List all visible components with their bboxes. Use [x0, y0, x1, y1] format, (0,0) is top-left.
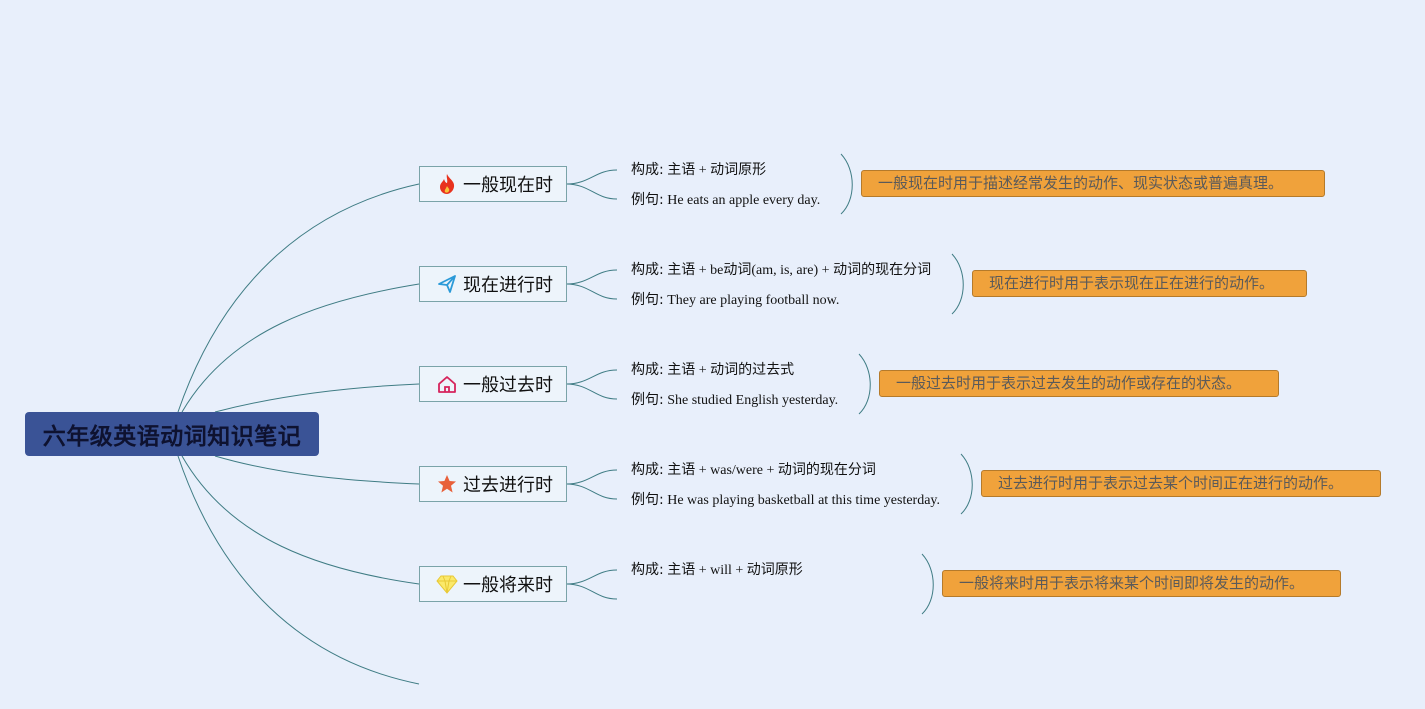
sub-connector-1a [565, 169, 618, 185]
topic-label: 一般过去时 [463, 375, 553, 396]
example-item[interactable]: 例句: They are playing football now. [631, 292, 840, 308]
summary-bracket-4 [960, 453, 973, 515]
topic-simple-future[interactable]: 一般将来时 [419, 566, 567, 602]
sub-connector-3b [565, 383, 618, 400]
fire-icon [436, 173, 458, 195]
topic-label: 一般将来时 [463, 575, 553, 596]
home-icon [436, 373, 458, 395]
star-icon [436, 473, 458, 495]
construct-item[interactable]: 构成: 主语 + 动词的过去式 [631, 362, 795, 378]
topic-present-continuous[interactable]: 现在进行时 [419, 266, 567, 302]
sub-connector-4b [565, 483, 618, 500]
sub-connector-5a [565, 569, 618, 585]
root-connector-6 [177, 455, 420, 685]
construct-item[interactable]: 构成: 主语 + 动词原形 [631, 162, 767, 178]
topic-simple-present[interactable]: 一般现在时 [419, 166, 567, 202]
summary-bracket-1 [840, 153, 853, 215]
root-title: 六年级英语动词知识笔记 [42, 424, 302, 450]
construct-item[interactable]: 构成: 主语 + will + 动词原形 [631, 562, 803, 578]
root-connector-4 [214, 455, 420, 485]
root-connector-5 [181, 455, 420, 585]
summary-note[interactable]: 过去进行时用于表示过去某个时间正在进行的动作。 [981, 470, 1381, 497]
summary-note[interactable]: 一般将来时用于表示将来某个时间即将发生的动作。 [942, 570, 1341, 597]
root-connector-1 [177, 183, 420, 413]
paper-plane-icon [436, 273, 458, 295]
topic-simple-past[interactable]: 一般过去时 [419, 366, 567, 402]
summary-note[interactable]: 一般现在时用于描述经常发生的动作、现实状态或普遍真理。 [861, 170, 1325, 197]
root-topic[interactable]: 六年级英语动词知识笔记 [25, 412, 319, 456]
summary-bracket-3 [858, 353, 871, 415]
root-connector-2 [181, 283, 420, 413]
construct-item[interactable]: 构成: 主语 + be动词(am, is, are) + 动词的现在分词 [631, 262, 932, 278]
sub-connector-1b [565, 183, 618, 200]
example-item[interactable]: 例句: He was playing basketball at this ti… [631, 492, 941, 508]
sub-connector-5b [565, 583, 618, 600]
topic-past-continuous[interactable]: 过去进行时 [419, 466, 567, 502]
topic-label: 过去进行时 [463, 475, 553, 496]
summary-note[interactable]: 一般过去时用于表示过去发生的动作或存在的状态。 [879, 370, 1279, 397]
sub-connector-2a [565, 269, 618, 285]
sub-connector-2b [565, 283, 618, 300]
summary-note[interactable]: 现在进行时用于表示现在正在进行的动作。 [972, 270, 1307, 297]
topic-label: 一般现在时 [463, 175, 553, 196]
example-item[interactable]: 例句: She studied English yesterday. [631, 392, 839, 408]
sub-connector-3a [565, 369, 618, 385]
summary-bracket-5 [921, 553, 934, 615]
root-connector-3 [214, 383, 420, 413]
summary-bracket-2 [951, 253, 964, 315]
topic-label: 现在进行时 [463, 275, 553, 296]
sub-connector-4a [565, 469, 618, 485]
example-item[interactable]: 例句: He eats an apple every day. [631, 192, 821, 208]
diamond-icon [436, 573, 458, 595]
construct-item[interactable]: 构成: 主语 + was/were + 动词的现在分词 [631, 462, 876, 478]
